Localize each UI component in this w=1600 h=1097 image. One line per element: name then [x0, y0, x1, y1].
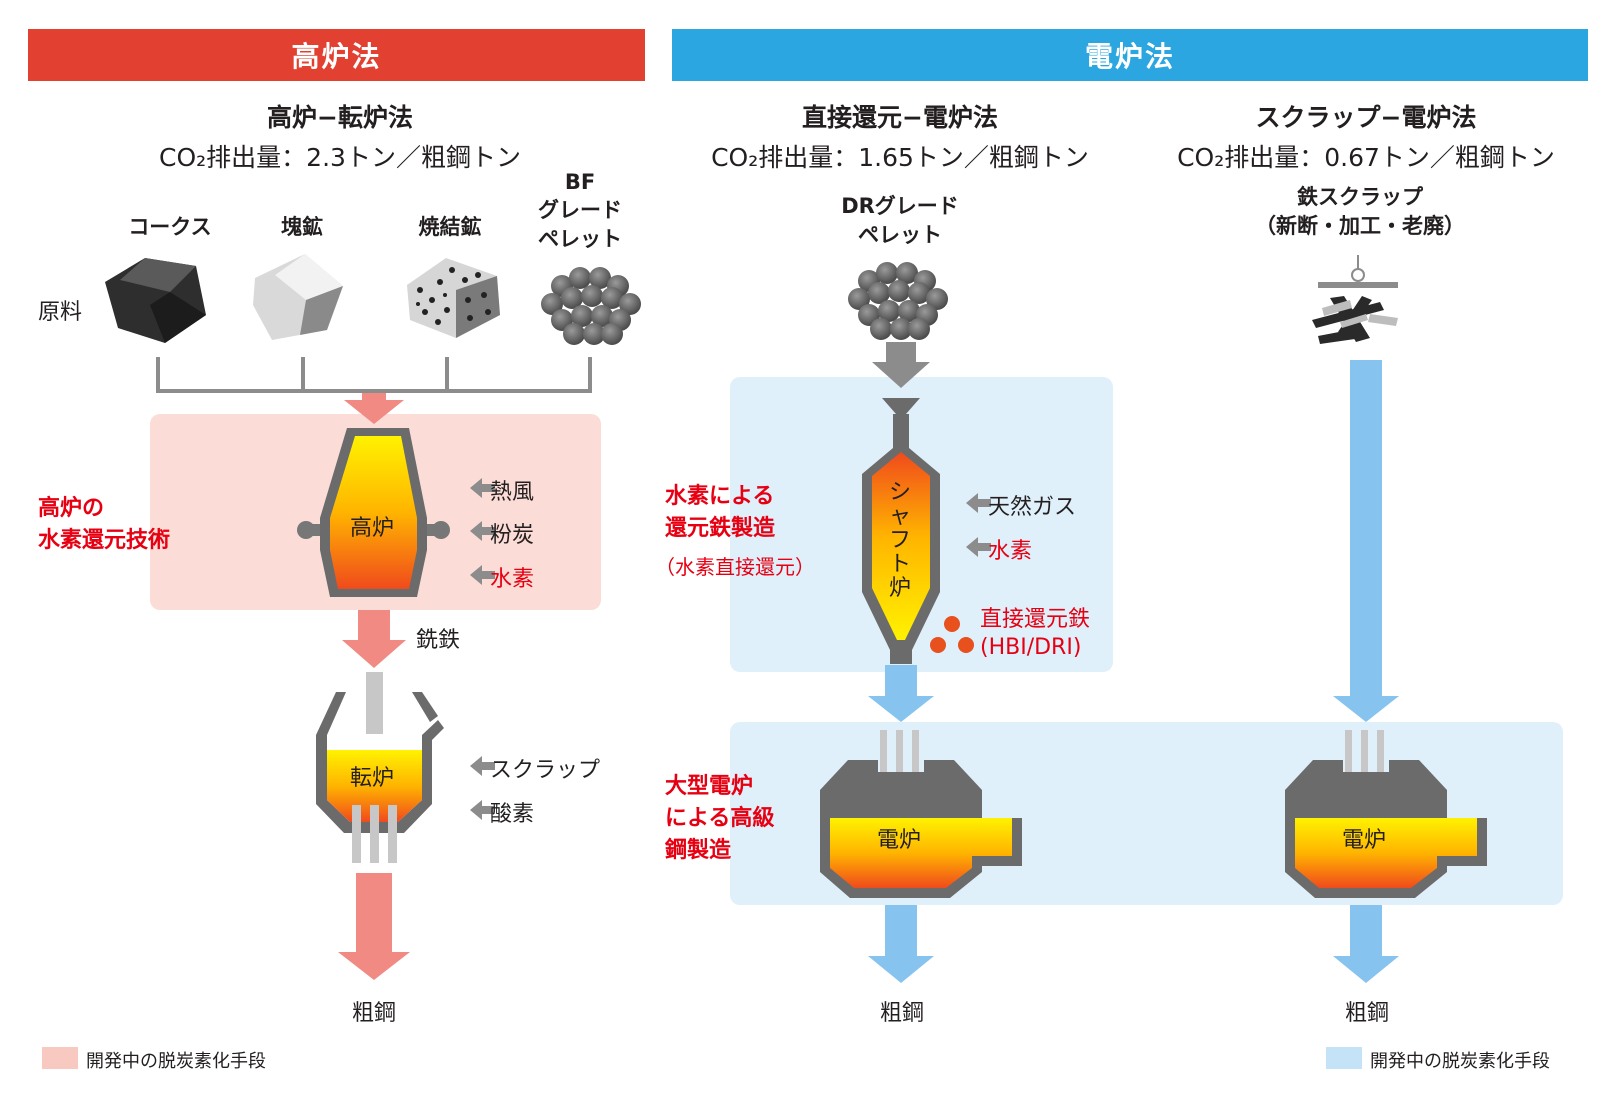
eaf-2-label: 電炉 — [1342, 828, 1387, 853]
eaf-tech-label-3: 鋼製造 — [665, 838, 732, 863]
blast-furnace-icon — [297, 428, 450, 597]
sinter-icon — [407, 258, 500, 338]
bof-input-scrap: スクラップ — [490, 758, 601, 783]
scrap-icon — [1312, 255, 1398, 344]
pellet — [908, 282, 930, 304]
shaft-furnace-label-1: シ — [889, 480, 912, 505]
pellet — [589, 267, 611, 289]
pellet — [890, 318, 912, 340]
pellet — [583, 323, 605, 345]
blast-furnace-label: 高炉 — [350, 516, 395, 541]
pellet — [591, 305, 613, 327]
bf-pellet-icon — [541, 267, 641, 345]
bf-input-hydrogen: 水素 — [490, 567, 535, 592]
route-title-dr-eaf: 直接還元−電炉法 — [802, 103, 998, 132]
eaf-tech-label-2: による高級 — [665, 806, 775, 831]
legend-swatch-blue — [1326, 1047, 1362, 1069]
pellet — [848, 288, 870, 310]
legend-text-right: 開発中の脱炭素化手段 — [1370, 1051, 1550, 1072]
dri-product-label-2: (HBI/DRI) — [980, 635, 1082, 660]
legend-swatch-pink — [42, 1047, 78, 1069]
eaf-tech-label-1: 大型電炉 — [665, 774, 754, 799]
pellet — [888, 280, 910, 302]
route-co2-scrap-eaf: CO₂排出量：0.67トン／粗鋼トン — [1177, 143, 1555, 172]
dr-hydrogen-tech-label-2: 還元鉄製造 — [665, 516, 776, 541]
bf-pellet-label-2: グレード — [538, 198, 622, 222]
pellet — [926, 288, 948, 310]
pellet — [561, 287, 583, 309]
bf-pellet-label-3: ペレット — [538, 227, 622, 251]
pellet — [581, 285, 603, 307]
scrap-label-2: （新断・加工・老廃） — [1255, 214, 1465, 238]
bf-input-hot-blast: 熱風 — [490, 480, 535, 505]
crude-steel-scrap: 粗鋼 — [1345, 1001, 1390, 1026]
eaf-flow-arrows — [868, 360, 1399, 983]
pellet — [898, 300, 920, 322]
converter-icon — [316, 672, 444, 863]
raw-material-label: 原料 — [38, 300, 83, 325]
dr-hydrogen-tech-label-1: 水素による — [665, 484, 775, 509]
header-blast-furnace-method: 高炉法 — [28, 29, 645, 81]
dr-hydrogen-tech-sub: （水素直接還元） — [655, 555, 815, 579]
header-electric-furnace-method: 電炉法 — [672, 29, 1588, 81]
material-bracket — [156, 357, 592, 393]
eaf-1-label: 電炉 — [877, 828, 922, 853]
pellet — [563, 323, 585, 345]
input-arrows — [470, 478, 991, 820]
shaft-furnace-icon — [862, 398, 940, 664]
dr-pellet-label-2: ペレット — [858, 223, 942, 247]
eaf-1-icon — [820, 730, 1022, 898]
dr-pellet-icon — [848, 262, 948, 340]
eaf-2-icon — [1285, 730, 1487, 898]
dri-pellets-icon — [930, 616, 974, 653]
bof-input-oxygen: 酸素 — [490, 802, 535, 827]
legend-text-left: 開発中の脱炭素化手段 — [86, 1051, 266, 1072]
shaft-furnace-label-4: ト — [889, 552, 912, 577]
route-co2-bf-bof: CO₂排出量：2.3トン／粗鋼トン — [159, 143, 521, 172]
dr-feed-arrow — [872, 342, 930, 388]
bf-pellet-label-1: BF — [564, 170, 596, 194]
route-title-scrap-eaf: スクラップ−電炉法 — [1255, 103, 1477, 132]
lump-ore-label: 塊鉱 — [281, 215, 323, 239]
bf-hydrogen-tech-label-2: 水素還元技術 — [38, 528, 171, 553]
bf-hydrogen-tech-label-1: 高炉の — [38, 496, 105, 521]
dr-pellet-label-1: DRグレード — [841, 194, 959, 218]
pellet — [878, 300, 900, 322]
crude-steel-dr: 粗鋼 — [880, 1001, 925, 1026]
shaft-furnace-label-2: ャ — [889, 504, 912, 529]
dri-product-label-1: 直接還元鉄 — [980, 607, 1091, 632]
pellet — [876, 262, 898, 284]
shaft-furnace-label-3: フ — [889, 528, 912, 553]
bf-input-pulverized-coal: 粉炭 — [490, 523, 535, 548]
route-title-bf-bof: 高炉−転炉法 — [267, 103, 413, 132]
pellet — [601, 287, 623, 309]
coke-icon — [105, 258, 206, 343]
shaft-furnace-label-5: 炉 — [889, 576, 912, 601]
pellet — [619, 293, 641, 315]
pellet — [541, 293, 563, 315]
pellet — [571, 305, 593, 327]
coke-label: コークス — [128, 215, 212, 239]
pellet — [868, 282, 890, 304]
pellet — [896, 262, 918, 284]
sinter-label: 焼結鉱 — [418, 215, 482, 239]
scrap-label-1: 鉄スクラップ — [1297, 185, 1423, 209]
crude-steel-bf: 粗鋼 — [352, 1001, 397, 1026]
pellet — [569, 267, 591, 289]
bf-flow-arrows — [338, 393, 410, 980]
dr-input-natural-gas: 天然ガス — [988, 495, 1077, 520]
pellet — [908, 318, 930, 340]
lump-ore-icon — [253, 254, 343, 340]
dr-input-hydrogen: 水素 — [988, 539, 1033, 564]
pellet — [601, 323, 623, 345]
converter-label: 転炉 — [350, 766, 395, 791]
route-co2-dr-eaf: CO₂排出量：1.65トン／粗鋼トン — [711, 143, 1089, 172]
pellet — [870, 318, 892, 340]
pig-iron-label: 銑鉄 — [416, 628, 461, 653]
